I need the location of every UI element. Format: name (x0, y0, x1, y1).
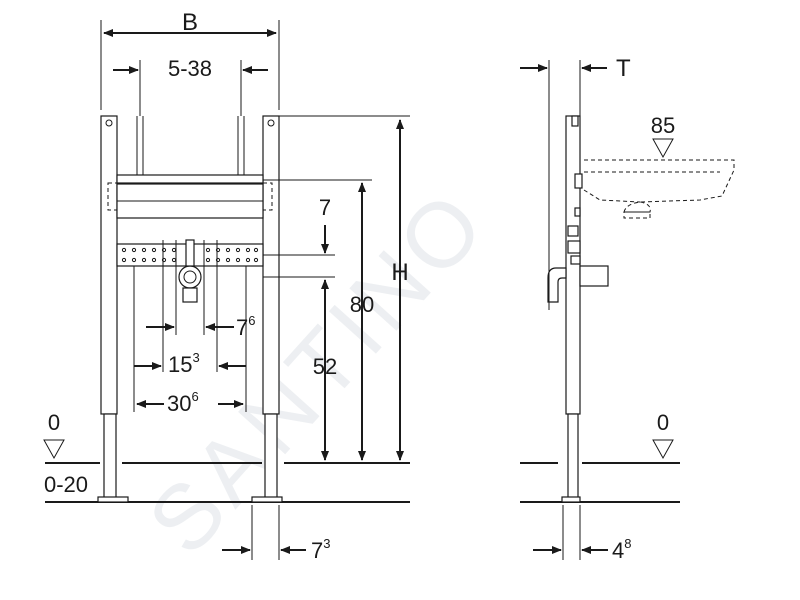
waste-connection-icon (178, 239, 202, 303)
side-view: T 85 0 48 (520, 55, 735, 563)
dimension-7-label: 7 (319, 195, 331, 220)
crossbar-perforations (121, 247, 259, 263)
dimension-52-label: 52 (313, 354, 337, 379)
dimension-5-38-label: 5-38 (168, 56, 212, 81)
level-zero-left-label: 0 (48, 410, 60, 435)
level-triangle-85-icon (652, 138, 674, 159)
washbasin-outline (583, 159, 735, 219)
dimension-15-3-label: 153 (168, 350, 200, 377)
floor-range-label: 0-20 (44, 472, 88, 497)
dimension-80-label: 80 (350, 292, 374, 317)
front-view: B 5-38 H 80 7 52 76 (43, 9, 410, 563)
dimension-30-6-label: 306 (167, 389, 199, 416)
dimension-t-label: T (616, 55, 631, 82)
dimension-7-6-label: 76 (236, 313, 255, 340)
level-triangle-left-icon (43, 439, 65, 460)
dimension-h-label: H (391, 259, 408, 286)
dimension-7-3-label: 73 (311, 536, 330, 563)
washbasin-height-label: 85 (651, 113, 675, 138)
level-triangle-right-icon (652, 439, 674, 460)
level-zero-right-label: 0 (657, 410, 669, 435)
dimension-b-label: B (182, 9, 198, 36)
dimension-4-8-label: 48 (612, 536, 631, 563)
